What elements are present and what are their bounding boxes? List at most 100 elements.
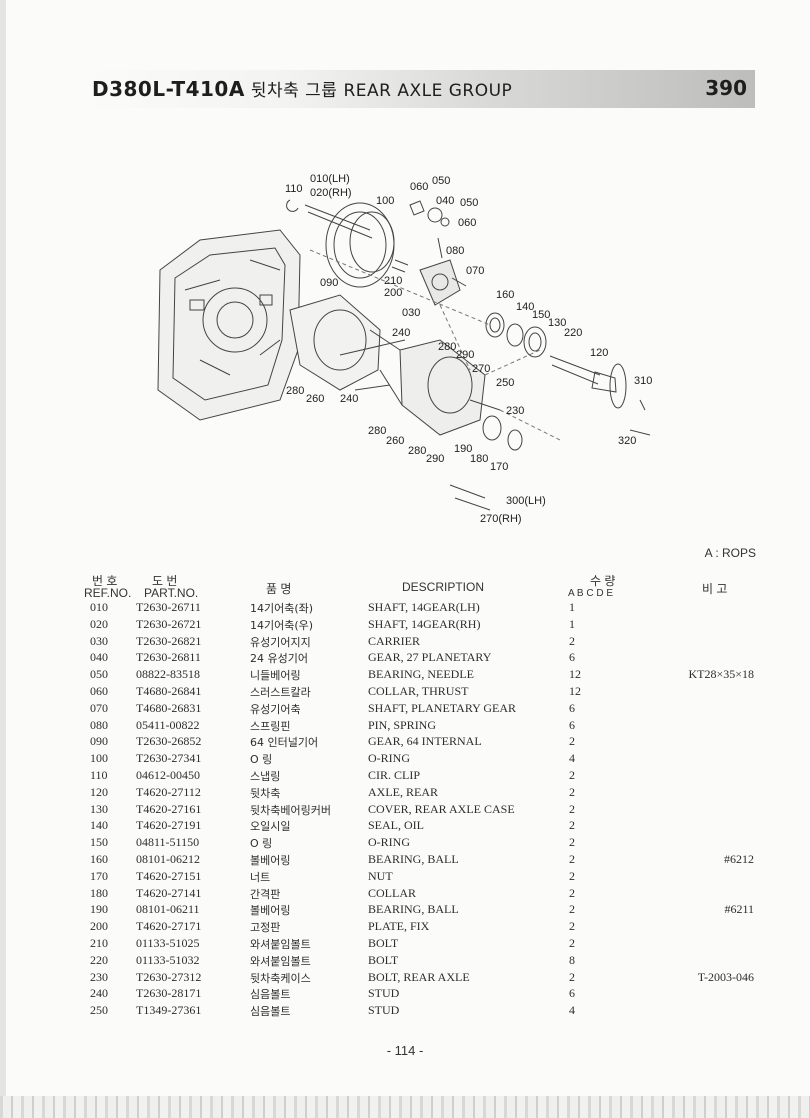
part-no: 08101-06211	[136, 902, 200, 917]
part-name-ko: 유성기어축	[250, 702, 301, 716]
label-280b: 280	[286, 385, 304, 397]
part-name-ko: 오일시일	[250, 820, 291, 834]
part-no: T1349-27361	[136, 1003, 202, 1018]
description: CARRIER	[368, 633, 421, 648]
ref-no: 030	[90, 633, 108, 648]
quantity: 2	[569, 852, 575, 866]
quantity: 2	[569, 768, 575, 782]
description: COLLAR	[368, 885, 416, 900]
description: GEAR, 64 INTERNAL	[368, 734, 482, 749]
ref-no: 090	[90, 734, 108, 749]
ref-no: 210	[90, 936, 108, 950]
quantity: 4	[569, 751, 575, 766]
label-240b: 240	[340, 393, 358, 405]
quantity: 2	[569, 885, 575, 900]
description: BOLT	[368, 936, 399, 950]
part-no: T4680-26831	[136, 700, 202, 715]
scan-edge	[0, 0, 6, 1118]
ref-no: 200	[90, 919, 108, 934]
part-name-ko: 뒷차축베어링커버	[250, 803, 331, 817]
part-no: T2630-28171	[136, 986, 202, 1001]
label-010: 010(LH)	[310, 173, 350, 185]
rops-note: A : ROPS	[704, 546, 756, 560]
model-code: D380L-T410A	[92, 77, 245, 101]
description: O-RING	[368, 835, 410, 850]
description: SHAFT, PLANETARY GEAR	[368, 700, 517, 715]
description: BOLT	[368, 952, 399, 967]
quantity: 8	[569, 952, 575, 967]
remark: KT28×35×18	[688, 667, 754, 682]
ref-no: 060	[90, 684, 108, 698]
label-230: 230	[506, 405, 524, 417]
part-no: 04811-51150	[136, 835, 200, 850]
label-300: 300(LH)	[506, 495, 546, 507]
description: COLLAR, THRUST	[368, 684, 469, 698]
part-no: 08822-83518	[136, 667, 200, 682]
part-no: T4620-27141	[136, 885, 202, 900]
label-030: 030	[402, 307, 420, 319]
ref-no: 070	[90, 700, 108, 715]
remark-header-ko: 비 고	[702, 582, 728, 596]
part-no: T4680-26841	[136, 684, 202, 698]
ref-header-ko: 번 호	[92, 574, 118, 588]
ref-no: 010	[90, 600, 108, 614]
description: BEARING, NEEDLE	[368, 667, 474, 682]
part-name-ko: 64 인터널기어	[250, 736, 319, 750]
part-no: T2630-26811	[136, 650, 201, 665]
description: STUD	[368, 1003, 400, 1018]
description: PIN, SPRING	[368, 717, 437, 732]
label-270rh: 270(RH)	[480, 513, 522, 525]
label-160: 160	[496, 289, 514, 301]
label-170: 170	[490, 461, 508, 473]
description-header: DESCRIPTION	[402, 580, 485, 594]
label-310: 310	[634, 375, 652, 387]
quantity: 6	[569, 717, 575, 732]
page-number: - 114 -	[386, 1043, 424, 1058]
group-name-ko: 뒷차축 그룹	[250, 81, 338, 101]
part-name-ko: 볼베어링	[250, 904, 291, 918]
label-060a: 060	[410, 181, 428, 193]
part-no: T2630-26821	[136, 633, 202, 648]
label-280c: 280	[368, 425, 386, 437]
label-020: 020(RH)	[310, 187, 352, 199]
quantity: 2	[569, 919, 575, 934]
part-name-ko: 간격판	[250, 887, 281, 901]
ref-no: 150	[90, 835, 108, 850]
label-320: 320	[618, 435, 636, 447]
ref-no: 140	[90, 818, 108, 833]
label-290b: 290	[426, 453, 444, 465]
part-name-ko: 24 유성기어	[250, 652, 308, 666]
part-no: T2630-26711	[136, 600, 201, 614]
part-no: T4620-27171	[136, 919, 202, 934]
part-header-ko: 도 번	[152, 574, 178, 588]
part-no: 01133-51032	[136, 952, 200, 967]
label-050b: 050	[460, 197, 478, 209]
part-no: T4620-27191	[136, 818, 202, 833]
table-row: 070 T4680-26831 유성기어축 SHAFT, PLANETARY GEAR…	[0, 701, 810, 718]
label-080: 080	[446, 245, 464, 257]
label-250: 250	[496, 377, 514, 389]
ref-no: 050	[90, 667, 108, 682]
group-name-en: REAR AXLE GROUP	[343, 81, 513, 101]
label-180: 180	[470, 453, 488, 465]
description: BOLT, REAR AXLE	[368, 969, 470, 984]
label-100: 100	[376, 195, 394, 207]
quantity: 6	[569, 986, 575, 1001]
quantity: 2	[569, 633, 575, 648]
label-260a: 260	[306, 393, 324, 405]
part-name-ko: 뒷차축	[250, 786, 281, 800]
description: SEAL, OIL	[368, 818, 424, 833]
ref-no: 040	[90, 650, 108, 665]
description: SHAFT, 14GEAR(RH)	[368, 616, 481, 631]
label-120: 120	[590, 347, 608, 359]
label-280d: 280	[408, 445, 426, 457]
